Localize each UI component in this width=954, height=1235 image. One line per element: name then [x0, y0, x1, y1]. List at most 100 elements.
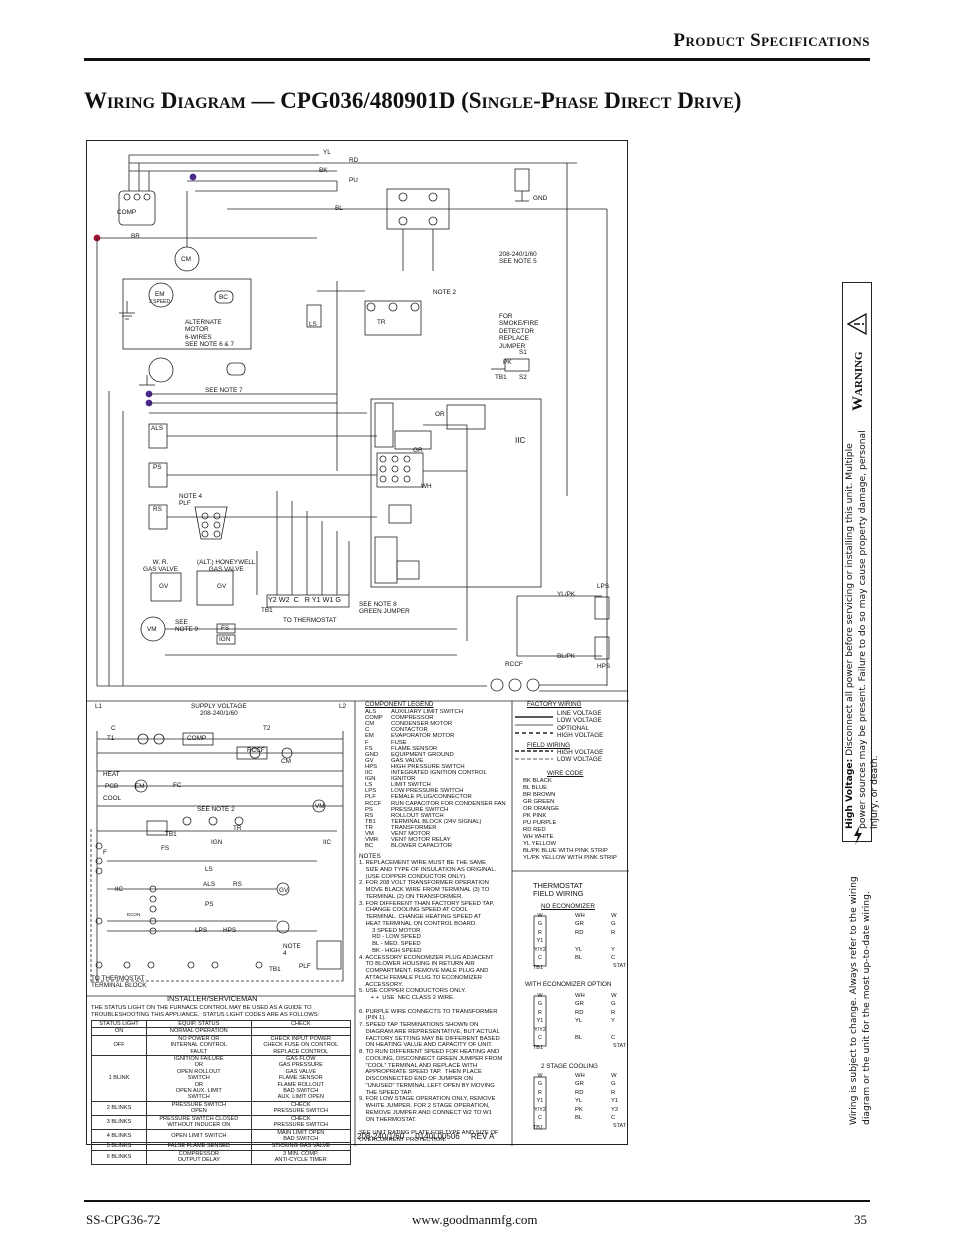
status-row-6blinks: 6 BLINKS COMPRESSOR OUTPUT DELAY 3 MIN. …	[90, 1149, 352, 1165]
vm-label: VM	[147, 626, 157, 633]
legend-abbr: PS	[365, 806, 373, 813]
ladder-plf: PLF	[299, 963, 311, 970]
gv-label: GV	[159, 583, 169, 590]
stat-terminal: G	[611, 1001, 616, 1008]
legend-abbr: IGN	[365, 776, 376, 783]
thermostat-title: THERMOSTAT FIELD WIRING	[533, 881, 584, 899]
stat-label: STAT	[613, 1123, 626, 1130]
stat-label: STAT	[613, 963, 626, 970]
wire-code-item: YL/PK YELLOW WITH PINK STRIP	[523, 855, 617, 861]
tb1-smoke-label: TB1	[495, 374, 507, 381]
wire-color: YL	[575, 1018, 583, 1025]
wire-code-item: WH WHITE	[523, 834, 554, 840]
legend-title: COMPONENT LEGEND	[365, 701, 434, 708]
field-high-label: HIGH VOLTAGE	[557, 749, 604, 756]
legend-abbr: LS	[365, 782, 373, 789]
tb1-terminal: Y/Y2	[534, 946, 546, 953]
stat-terminal: W	[611, 1073, 617, 1079]
iic-label: IIC	[515, 436, 526, 445]
ladder-rs: RS	[233, 881, 242, 888]
legend-desc: LOW PRESSURE SWITCH	[391, 788, 464, 795]
tb1-terminal: G	[537, 921, 543, 928]
status-cell: NO POWER OR INTERNAL CONTROL FAULT	[146, 1034, 252, 1057]
see-note7-label: SEE NOTE 7	[205, 387, 243, 394]
wire-color: WH	[575, 913, 585, 919]
legend-desc: CONDENSER MOTOR	[391, 721, 453, 728]
status-cell: FALSE FLAME SENSED	[146, 1142, 252, 1151]
status-cell	[250, 1027, 352, 1036]
wire-pu-top: PU	[349, 177, 358, 184]
status-row-4blinks: 4 BLINKS OPEN LIMIT SWITCH MAIN LIMIT OP…	[90, 1128, 352, 1144]
legend-desc: IGNITOR	[391, 776, 416, 783]
stat-terminal: Y1	[611, 1098, 619, 1105]
legend-abbr: CM	[365, 721, 375, 728]
notes-body: 1. REPLACEMENT WIRE MUST BE THE SAME SIZ…	[359, 860, 503, 1143]
s1-label: S1	[519, 349, 527, 356]
tb1-terminal: R	[538, 1009, 542, 1016]
status-cell: CHECK PRESSURE SWITCH	[250, 1100, 352, 1116]
ladder-note4: NOTE 4	[283, 943, 301, 958]
wire-yl-top: YL	[323, 149, 331, 156]
legend-desc: FEMALE PLUG/CONNECTOR	[391, 794, 472, 801]
legend-abbr: TR	[365, 824, 373, 831]
stat-terminal: Y	[611, 1018, 615, 1025]
ladder-fc: FC	[173, 782, 182, 789]
em-label: EM	[155, 291, 165, 298]
ladder-supply: SUPPLY VOLTAGE 208-240/1/60	[191, 703, 247, 718]
wire-code-item: BK BLACK	[523, 778, 552, 784]
line-voltage-label: LINE VOLTAGE	[557, 710, 602, 717]
tb1-terminal: W	[537, 913, 543, 919]
tb1-main-label: TB1	[261, 607, 273, 614]
ladder-ign: IGN	[211, 839, 223, 846]
status-cell: GAS FLOW GAS PRESSURE GAS VALVE FLAME SE…	[250, 1055, 352, 1102]
alt-motor-label: ALTERNATE MOTOR 6-WIRES SEE NOTE 6 & 7	[185, 319, 235, 349]
page-title: Wiring Diagram — CPG036/480901D (Single-…	[84, 88, 742, 113]
low-voltage-label: LOW VOLTAGE	[557, 717, 602, 724]
legend-abbr: BC	[365, 843, 374, 850]
wire-code-item: RD RED	[523, 827, 546, 833]
ladder-lps: LPS	[195, 927, 208, 934]
stat-terminal: G	[611, 921, 616, 928]
comp-label: COMP	[117, 209, 137, 216]
with-econ-title: WITH ECONOMIZER OPTION	[525, 981, 612, 988]
ladder-c: C	[111, 725, 116, 732]
rccf-label: RCCF	[505, 661, 523, 668]
als-label: ALS	[151, 425, 164, 432]
warning-panel: Warning High Voltage: Disconnect all pow…	[842, 282, 880, 845]
doc-number: SS-CPG36-72	[86, 1212, 161, 1227]
legend-desc: EVAPORATOR MOTOR	[391, 733, 455, 740]
ls-label: LS	[309, 321, 317, 328]
status-cell: COMPRESSOR OUTPUT DELAY	[146, 1149, 252, 1165]
s2-label: S2	[519, 374, 527, 381]
legend-desc: EQUIPMENT GROUND	[391, 751, 454, 758]
status-row-5blinks: 5 BLINKS FALSE FLAME SENSED STICKING GAS…	[90, 1142, 352, 1151]
status-cell: 4 BLINKS	[90, 1128, 148, 1144]
legend-abbr: PLF	[365, 794, 376, 801]
note8-label: SEE NOTE 8 GREEN JUMPER	[359, 601, 410, 616]
wire-color: BL	[575, 1035, 583, 1041]
ladder-gv: GV	[279, 887, 289, 894]
gv-alt-label: GV	[217, 583, 227, 590]
stat-terminal: C	[611, 1115, 616, 1121]
to-thermostat-label: TO THERMOSTAT	[283, 617, 337, 624]
wire-bk-top: BK	[319, 167, 328, 174]
legend-desc: GAS VALVE	[391, 757, 424, 764]
ps-label: PS	[153, 464, 162, 471]
stat-terminal: W	[611, 993, 617, 999]
tb1-label: TB1	[533, 1045, 543, 1052]
page-number: 35	[854, 1212, 867, 1227]
wire-ylpk: YL/PK	[557, 591, 576, 598]
wire-color: GR	[575, 1081, 584, 1088]
wire-code-title: WIRE CODE	[547, 770, 584, 777]
footer-url[interactable]: www.goodmanmfg.com	[412, 1212, 538, 1227]
status-cell: 3 BLINKS	[90, 1114, 148, 1130]
tb1-terminal: C	[538, 1035, 542, 1041]
wire-code-item: YL YELLOW	[523, 841, 557, 847]
smoke-detector-label: FOR SMOKE/FIRE DETECTOR REPLACE JUMPER	[499, 313, 539, 350]
